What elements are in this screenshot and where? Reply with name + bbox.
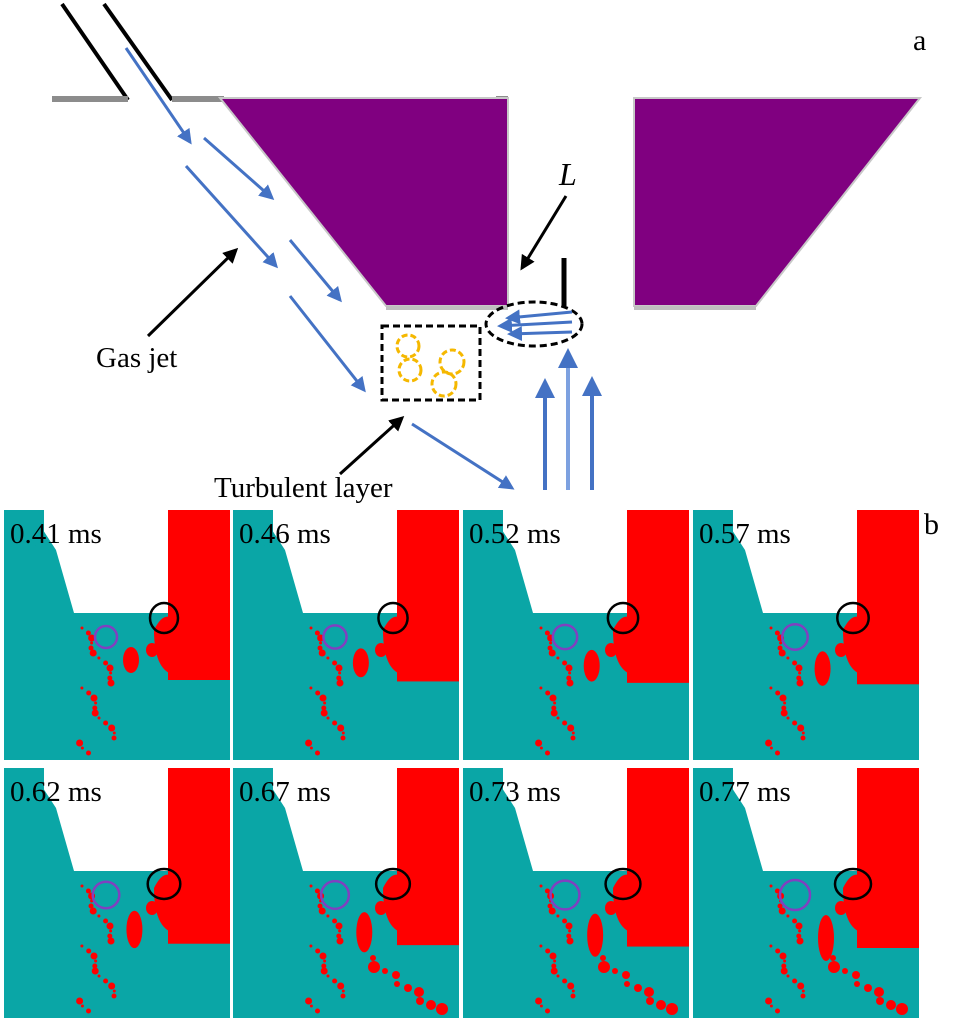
melt-column [627, 768, 689, 947]
frame-field [233, 510, 459, 756]
frame-3: 0.52 ms [463, 510, 689, 760]
melt-column [397, 768, 459, 946]
melt-ligaments [76, 626, 158, 756]
gas-region-circle [322, 624, 348, 650]
melt-column [627, 510, 689, 683]
gas-region-circle [91, 880, 121, 910]
gas-region-circle [319, 879, 351, 911]
frame-field [463, 510, 689, 756]
liquid-region-circle [606, 601, 640, 635]
gas-region-circle [778, 878, 812, 912]
label-L: L [559, 156, 577, 192]
melt-column [168, 510, 230, 680]
melt-flow-arrows [535, 348, 602, 490]
frame-field [463, 768, 689, 1015]
liquid-region-circle [374, 867, 412, 901]
melt-ligaments [305, 884, 448, 1015]
frame-time-label: 0.46 ms [239, 518, 331, 550]
turbulent-layer-box [380, 324, 482, 402]
panel-b-label: b [924, 508, 939, 541]
liquid-region-circle [604, 867, 642, 901]
frame-time-label: 0.52 ms [469, 518, 561, 550]
nozzle-schematic [52, 2, 923, 490]
liquid-region-circle [377, 601, 409, 635]
liquid-region-circle [836, 601, 870, 635]
gas-region-circle [93, 624, 119, 650]
frame-field [693, 510, 919, 756]
gas-region-circle [549, 879, 581, 911]
frame-time-label: 0.73 ms [469, 776, 561, 808]
label-pointers [146, 195, 568, 476]
melt-ligaments [765, 626, 847, 756]
label-turbulent-layer: Turbulent layer [214, 472, 393, 504]
nozzle-body-right [633, 97, 923, 307]
melt-column [857, 768, 919, 948]
gas-inlet-tube [60, 2, 174, 102]
backflow-region [484, 258, 584, 348]
liquid-region-circle [146, 867, 182, 901]
frame-field [693, 768, 919, 1015]
melt-column [397, 510, 459, 682]
frame-5: 0.62 ms [4, 768, 230, 1018]
nozzle-top-surface [52, 96, 128, 102]
frame-6: 0.67 ms [233, 768, 459, 1018]
frame-field [233, 768, 459, 1015]
liquid-region-circle [148, 601, 180, 635]
frame-4: 0.57 ms [693, 510, 919, 760]
melt-ligaments [535, 626, 617, 756]
melt-ligaments [765, 884, 908, 1015]
label-gas-jet: Gas jet [96, 342, 178, 374]
frame-2: 0.46 ms [233, 510, 459, 760]
frame-7: 0.73 ms [463, 768, 689, 1018]
nozzle-body-left [217, 97, 509, 307]
frame-8: 0.77 ms [693, 768, 919, 1018]
melt-ligaments [305, 626, 387, 756]
melt-column [168, 768, 230, 944]
frame-time-label: 0.41 ms [10, 518, 102, 550]
frame-time-label: 0.62 ms [10, 776, 102, 808]
frame-time-label: 0.67 ms [239, 776, 331, 808]
frame-field [4, 510, 230, 756]
liquid-region-circle [833, 867, 873, 901]
gas-region-circle [781, 623, 809, 651]
gas-region-circle [551, 623, 579, 651]
panel-a-label: a [913, 24, 927, 57]
frame-1: 0.41 ms [4, 510, 230, 760]
frame-time-label: 0.57 ms [699, 518, 791, 550]
frame-field [4, 768, 230, 1014]
melt-ligaments [535, 884, 678, 1015]
frame-time-label: 0.77 ms [699, 776, 791, 808]
melt-column [857, 510, 919, 685]
gas-jet-arrows [124, 47, 515, 490]
